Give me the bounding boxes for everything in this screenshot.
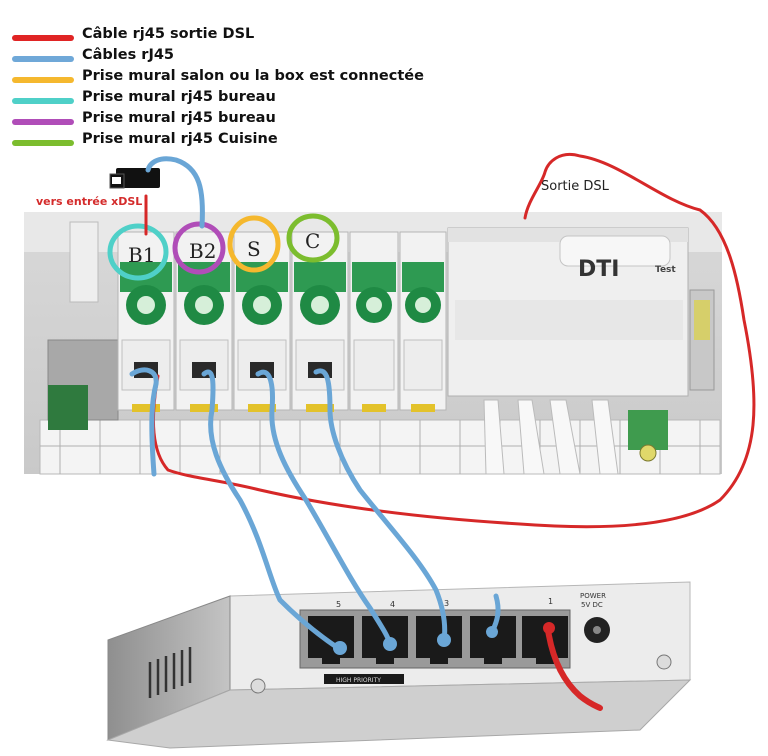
blue-cable-b2-to-connector: [145, 156, 205, 229]
screw-left: [250, 678, 266, 694]
port-labels: 5 4 3 1: [336, 597, 553, 609]
legend-label: Câble rj45 sortie DSL: [82, 26, 255, 42]
legend-item-salon-socket: Prise mural salon ou la box est connecté…: [12, 68, 472, 88]
socket-module-5: [349, 231, 399, 412]
legend-item-rj45-cables: Câbles rJ45: [12, 47, 472, 67]
switch-vents: [148, 647, 192, 698]
legend-label: Prise mural rj45 bureau: [82, 89, 276, 105]
socket-modules: [117, 231, 447, 412]
circle-b1: [107, 223, 169, 281]
legend-label: Prise mural rj45 bureau: [82, 110, 276, 126]
port1-red-marker: [543, 622, 555, 634]
power-sub-label: 5V DC: [581, 601, 603, 609]
dti-module: DTI Test: [447, 227, 715, 397]
green-clip: [48, 385, 88, 430]
power-label: POWER: [580, 592, 606, 600]
legend-swatch: [12, 56, 74, 62]
dti-label: DTI: [578, 257, 619, 282]
handwritten-s: S: [247, 237, 261, 261]
high-priority-label: HIGH PRIORITY: [336, 677, 381, 684]
blue-cable-c-to-port3: [313, 368, 448, 643]
rj45-connector-icon: [109, 168, 160, 189]
ground-terminal: [628, 410, 668, 450]
circle-b2: [172, 221, 226, 275]
handwritten-b1: B1: [128, 243, 155, 267]
blue-cable-ends: [333, 626, 498, 655]
dti-patch-cables: [483, 399, 619, 475]
port-label-3: 3: [444, 599, 449, 608]
red-cable-switch-port1: [545, 627, 603, 711]
circle-c: [286, 213, 340, 263]
legend-item-bureau-socket-2: Prise mural rj45 bureau: [12, 110, 472, 130]
port-label-5: 5: [336, 600, 341, 609]
port-1: [522, 616, 568, 664]
xdsl-input-label: vers entrée xDSL: [36, 195, 142, 208]
legend-swatch: [12, 140, 74, 146]
high-priority-badge: [324, 674, 404, 684]
port-label-4: 4: [390, 600, 395, 609]
socket-handwritten-labels: B1 B2 S C: [128, 229, 320, 267]
dti-test-label: Test: [655, 265, 676, 275]
switch-bottom-edge: [106, 679, 692, 749]
panel-bracket: [69, 221, 99, 303]
network-switch: 5 4 3 1 POWER 5V DC HIGH PRIORITY: [106, 581, 692, 749]
legend-swatch: [12, 98, 74, 104]
port-2: [470, 616, 516, 664]
legend-label: Câbles rJ45: [82, 47, 175, 63]
legend-item-bureau-socket-1: Prise mural rj45 bureau: [12, 89, 472, 109]
socket-module-6: [399, 231, 447, 412]
socket-annotations: [107, 213, 340, 281]
port-5: [308, 616, 354, 664]
socket-module-s: [233, 231, 291, 412]
legend-label: Prise mural rj45 Cuisine: [82, 131, 278, 147]
port-label-1: 1: [548, 597, 553, 606]
screw-right: [656, 654, 672, 670]
legend-swatch: [12, 119, 74, 125]
handwritten-b2: B2: [189, 239, 216, 263]
blue-rj45-cables: [129, 156, 501, 651]
blue-cable-b1: [129, 367, 159, 477]
socket-module-b2: [175, 231, 233, 412]
blue-cable-s-to-port4: [255, 369, 393, 647]
legend-label: Prise mural salon ou la box est connecté…: [82, 68, 424, 84]
circle-s: [227, 215, 281, 273]
handwritten-c: C: [305, 229, 320, 253]
legend-swatch: [12, 35, 74, 41]
legend-swatch: [12, 77, 74, 83]
legend-item-dsl-cable: Câble rj45 sortie DSL: [12, 26, 472, 46]
legend-item-cuisine-socket: Prise mural rj45 Cuisine: [12, 131, 472, 151]
blue-cable-b2-to-port5: [201, 369, 341, 651]
dsl-output-label: Sortie DSL: [541, 179, 610, 194]
